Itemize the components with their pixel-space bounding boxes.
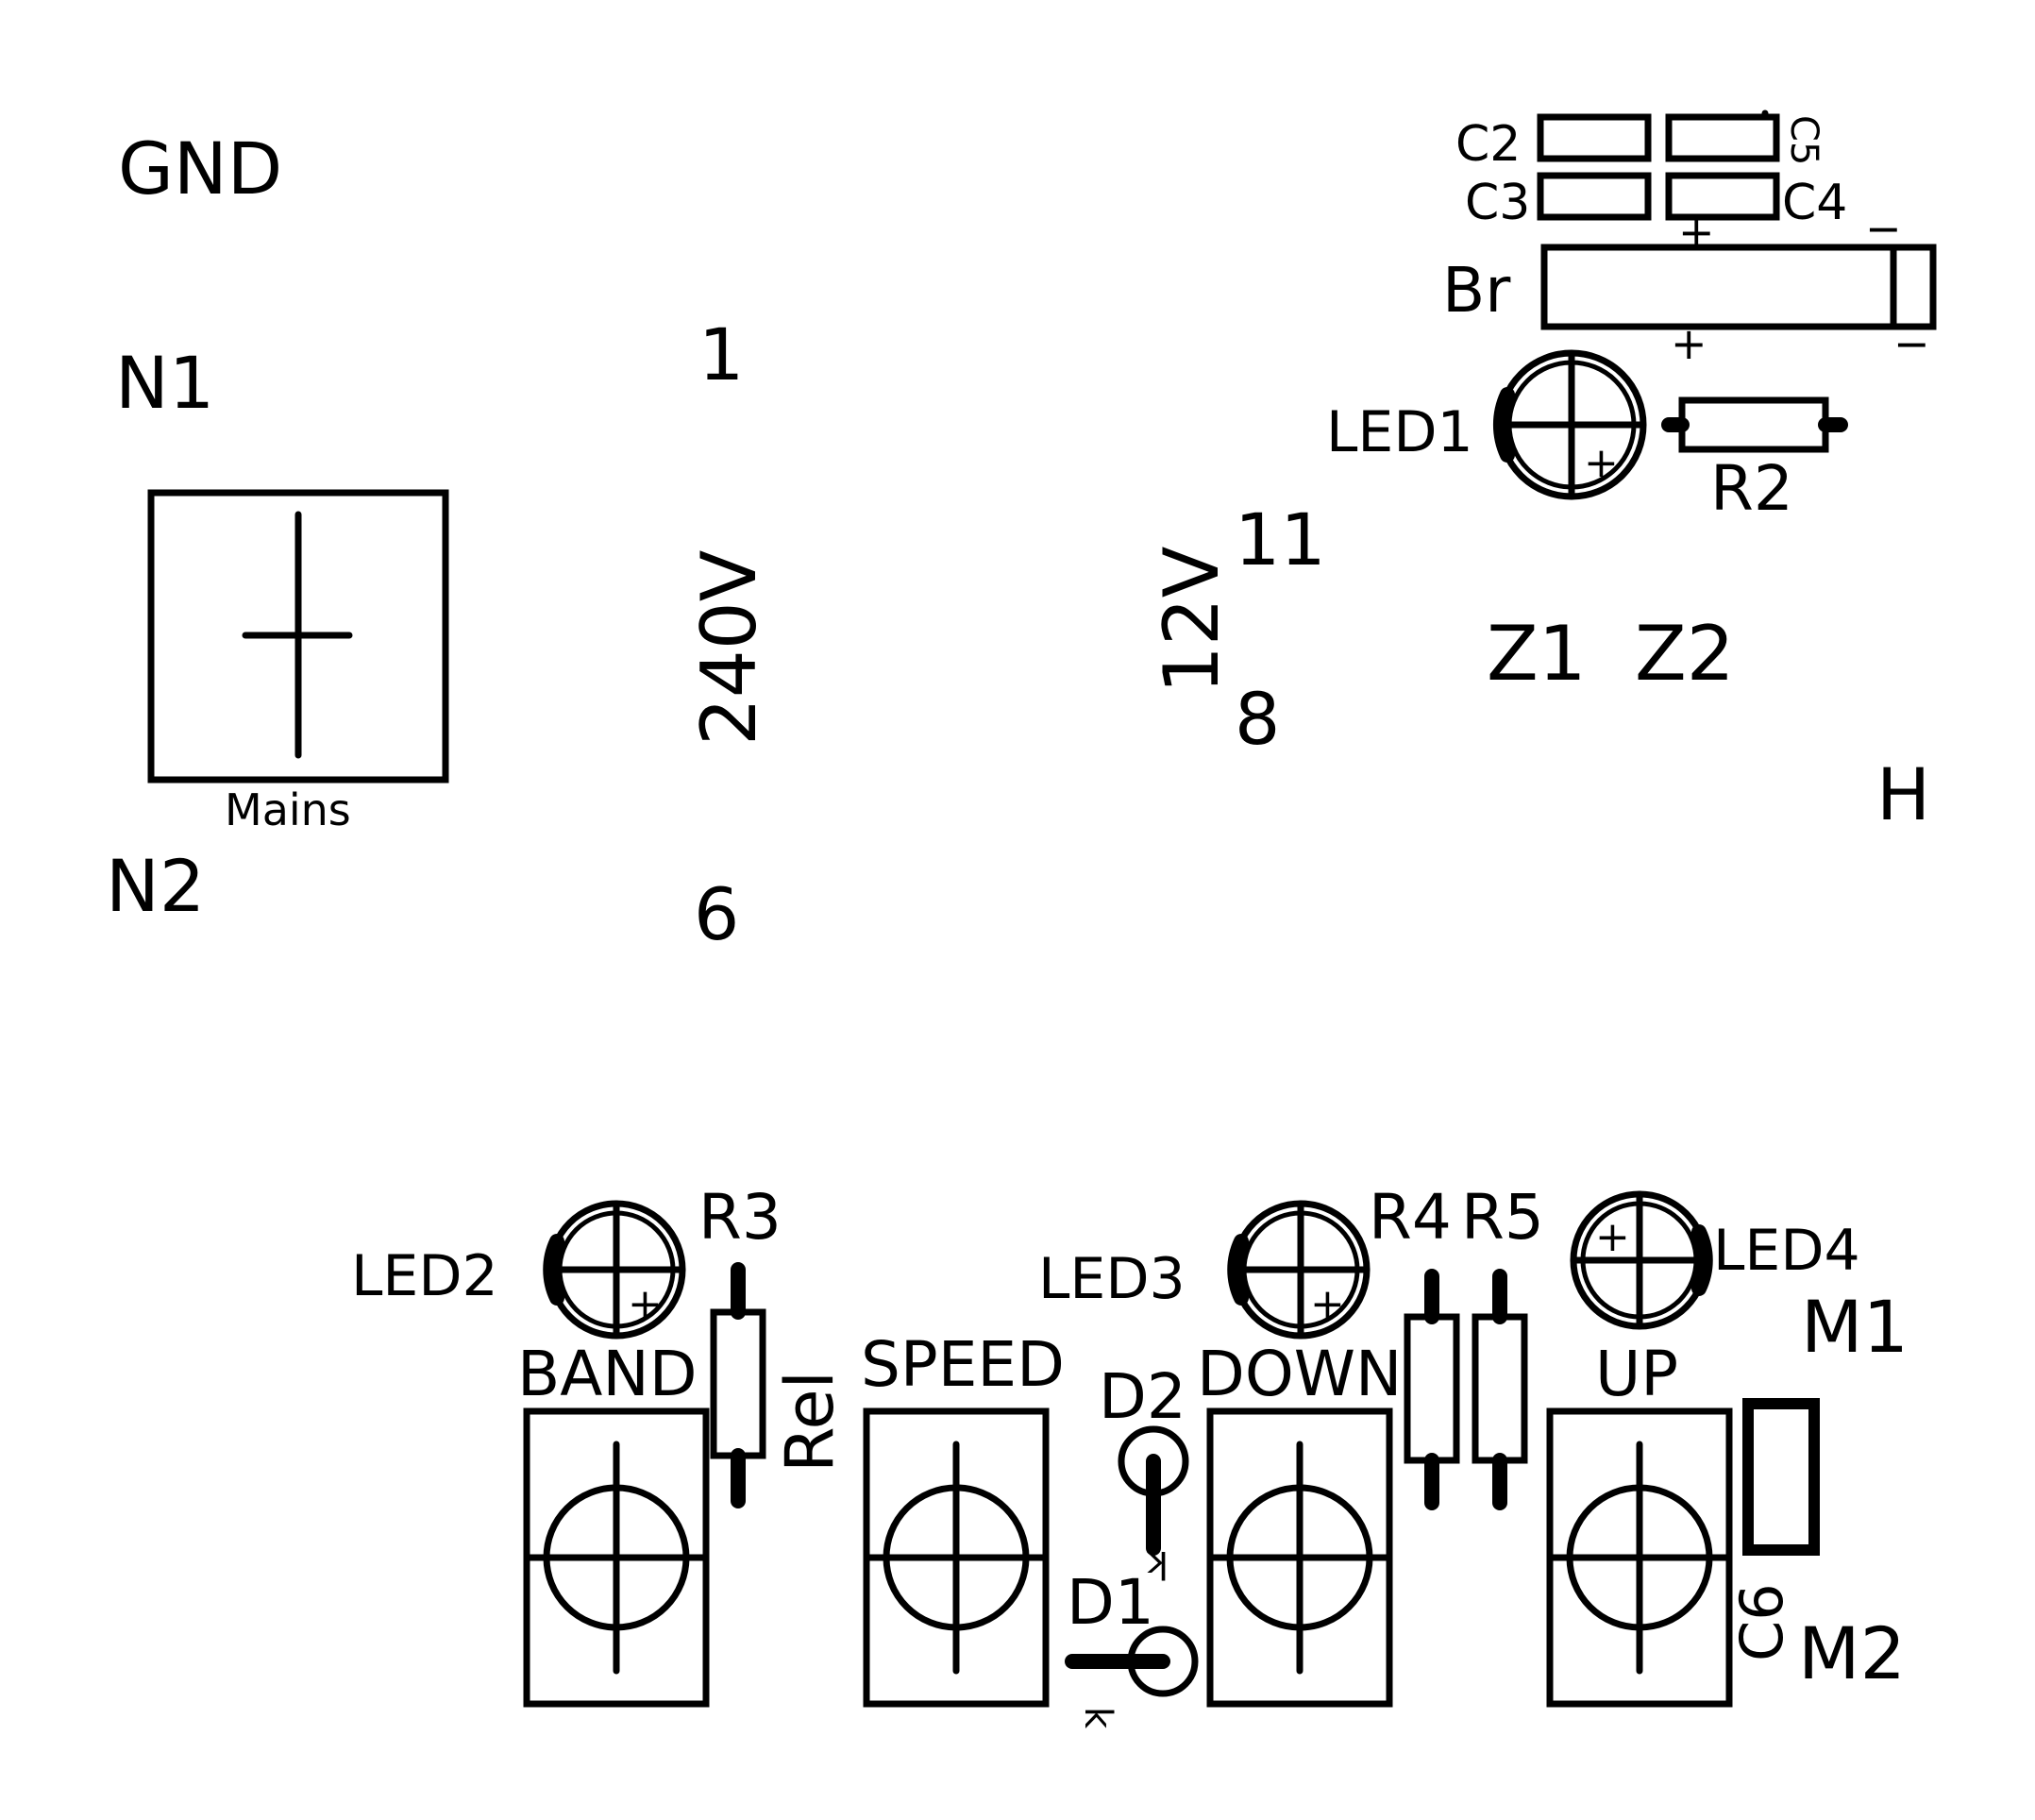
mains-terminal: [147, 489, 449, 784]
label-led3-plus: +: [1310, 1280, 1345, 1328]
label-c6: C6: [1727, 1583, 1796, 1661]
capacitor-c6: [1742, 1398, 1820, 1556]
label-led3: LED3: [1038, 1246, 1186, 1312]
label-r2: R2: [1710, 452, 1793, 525]
label-12v: 12V: [1148, 546, 1236, 694]
label-gnd: GND: [118, 126, 282, 211]
label-m2: M2: [1798, 1611, 1906, 1695]
label-pin-6: 6: [694, 872, 739, 956]
label-n2: N2: [106, 844, 205, 928]
label-c3: C3: [1465, 175, 1530, 231]
button-down: [1206, 1407, 1393, 1708]
label-led4-plus: +: [1595, 1213, 1630, 1261]
label-d2-k: k: [1146, 1542, 1169, 1586]
label-d2: D2: [1099, 1360, 1186, 1433]
led3: [1227, 1200, 1371, 1340]
label-rel: Rel: [771, 1371, 849, 1473]
label-up: UP: [1595, 1338, 1678, 1410]
diode-d2: [1118, 1425, 1189, 1556]
label-band: BAND: [517, 1338, 698, 1410]
resistor-r4: [1404, 1269, 1460, 1510]
button-speed: [863, 1407, 1050, 1708]
label-r3: R3: [698, 1181, 782, 1254]
label-pin-1: 1: [698, 312, 744, 396]
label-down: DOWN: [1197, 1338, 1402, 1410]
label-led2-plus: +: [628, 1280, 663, 1328]
label-speed: SPEED: [861, 1328, 1065, 1401]
label-240v: 240V: [685, 549, 773, 746]
label-c4: C4: [1782, 175, 1847, 231]
label-led4: LED4: [1713, 1218, 1860, 1284]
label-m1: M1: [1801, 1285, 1909, 1369]
label-r5: R5: [1461, 1181, 1544, 1254]
label-d1: D1: [1067, 1566, 1154, 1639]
label-mains: Mains: [225, 784, 351, 835]
label-br-plus-bottom: +: [1671, 318, 1707, 369]
diode-d1: [1065, 1626, 1199, 1697]
label-d1-k: k: [1076, 1707, 1119, 1729]
resistor-r2: [1661, 396, 1848, 453]
label-br-minus-bottom: −: [1893, 318, 1930, 369]
led4: [1570, 1190, 1713, 1330]
label-z2: Z2: [1635, 610, 1735, 698]
resistor-r3: [710, 1262, 766, 1508]
label-n1: N1: [115, 341, 214, 425]
capacitor-c4: [1665, 172, 1780, 221]
label-br: Br: [1442, 254, 1511, 327]
label-c2: C2: [1455, 116, 1521, 173]
label-pin-11: 11: [1235, 497, 1326, 581]
capacitor-c2: [1537, 113, 1652, 162]
label-pin-8: 8: [1235, 677, 1280, 761]
resistor-r5: [1472, 1269, 1528, 1510]
label-h: H: [1876, 752, 1930, 836]
label-c5: C5: [1782, 115, 1825, 165]
button-band: [523, 1407, 710, 1708]
label-z1: Z1: [1487, 610, 1587, 698]
button-up: [1546, 1407, 1733, 1708]
led1: [1492, 349, 1647, 500]
label-led1: LED1: [1326, 399, 1473, 465]
led2: [543, 1200, 686, 1340]
label-r4: R4: [1369, 1181, 1452, 1254]
capacitor-c3: [1537, 172, 1652, 221]
label-led1-plus: +: [1584, 439, 1619, 487]
capacitor-c5: [1665, 113, 1780, 162]
label-led2: LED2: [351, 1243, 498, 1309]
bridge-rectifier: [1540, 244, 1937, 330]
